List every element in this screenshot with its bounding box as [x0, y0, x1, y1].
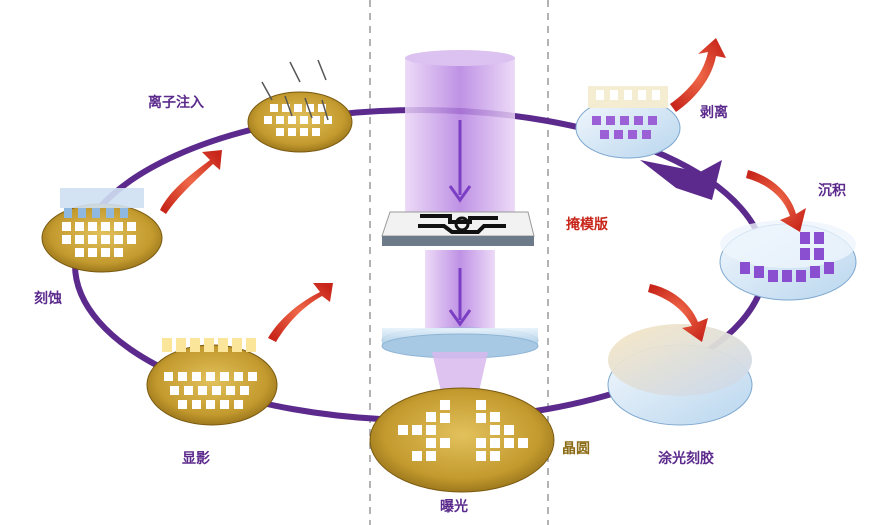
label-wafer: 晶圆 [562, 441, 590, 457]
wafer-exposure [369, 387, 555, 493]
arrow-to-coat [648, 284, 708, 342]
wafer-coat [607, 324, 753, 426]
cycle-direction-arrow [640, 160, 722, 200]
label-develop: 显影 [182, 451, 210, 467]
projection-lens [381, 327, 539, 359]
wafer-strip [575, 86, 681, 159]
wafer-ion-implant [247, 59, 353, 153]
label-mask: 掩模版 [566, 217, 608, 233]
wafer-deposit [719, 220, 857, 301]
arrow-develop-to-etch [268, 283, 333, 342]
label-etch: 刻蚀 [34, 291, 62, 307]
mask-plate [381, 211, 535, 246]
arrow-etch-to-implant [160, 150, 222, 214]
label-ion-implant: 离子注入 [148, 95, 204, 111]
exposure-beam-lower [425, 250, 495, 330]
label-deposit: 沉积 [818, 183, 846, 199]
arrow-to-deposit [746, 170, 806, 232]
wafer-develop [146, 338, 278, 426]
label-strip: 剥离 [700, 105, 728, 121]
label-coat: 涂光刻胶 [658, 451, 714, 467]
exposure-light-source [405, 50, 515, 218]
wafer-etch [41, 188, 163, 273]
label-exposure: 曝光 [440, 499, 468, 515]
arrow-strip-up [670, 38, 726, 112]
